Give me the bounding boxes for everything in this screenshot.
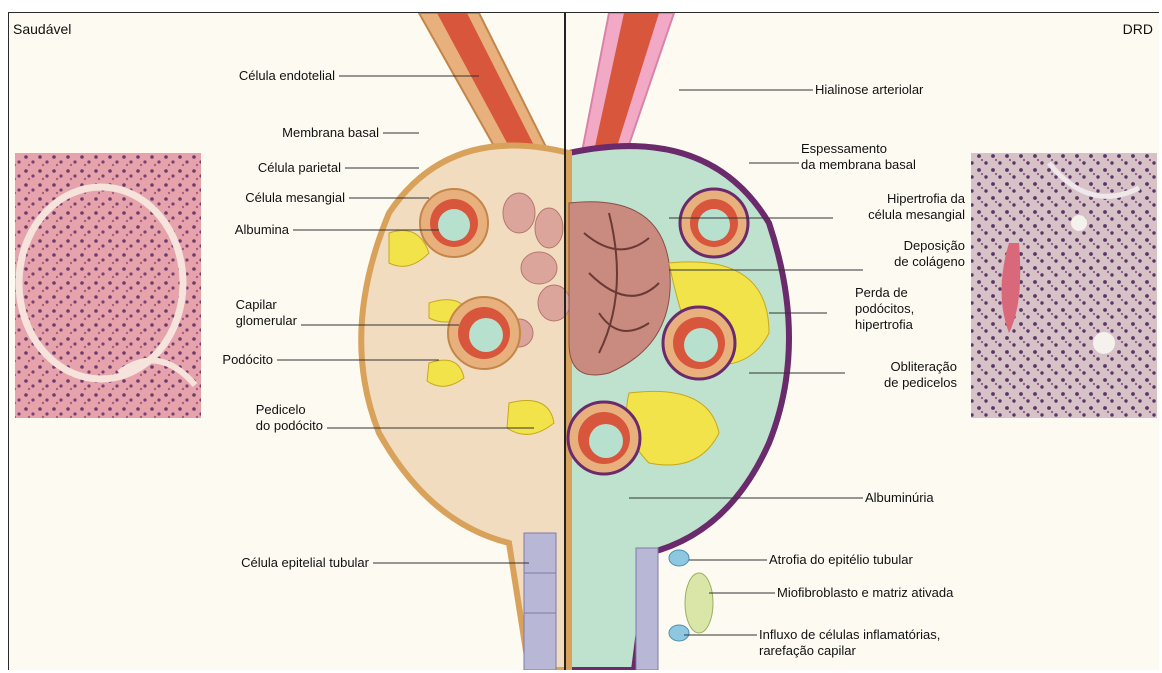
label-mesangial-hypertrophy: Hipertrofia da célula mesangial: [835, 191, 965, 223]
label-mesangial-cell: Célula mesangial: [245, 190, 345, 206]
label-collagen-deposition: Deposição de colágeno: [865, 238, 965, 270]
label-albuminuria: Albuminúria: [865, 490, 934, 506]
label-arteriolar-hyalinosis: Hialinose arteriolar: [815, 82, 923, 98]
label-basement-membrane-thickening: Espessamento da membrana basal: [801, 141, 916, 173]
diagram-frame: Saudável DRD Célula endotelial Membrana …: [8, 12, 1159, 670]
label-foot-process-effacement: Obliteração de pedicelos: [861, 359, 957, 391]
label-parietal-cell: Célula parietal: [258, 160, 341, 176]
drd-histology-image: [971, 153, 1157, 418]
healthy-histology-image: [15, 153, 201, 418]
label-podocyte-loss: Perda de podócitos, hipertrofia: [855, 285, 914, 333]
label-basement-membrane: Membrana basal: [282, 125, 379, 141]
healthy-title: Saudável: [13, 21, 71, 37]
label-podocyte: Podócito: [222, 352, 273, 368]
label-podocyte-foot-process: Pedicelo do podócito: [256, 402, 323, 434]
drd-title: DRD: [1123, 21, 1153, 37]
label-endothelial-cell: Célula endotelial: [239, 68, 335, 84]
label-tubular-epithelial-cell: Célula epitelial tubular: [241, 555, 369, 571]
glomerulus-illustration: [9, 13, 1159, 670]
label-glomerular-capillary: Capilar glomerular: [236, 297, 297, 329]
label-inflammatory-influx: Influxo de células inflamatórias, rarefa…: [759, 627, 940, 659]
label-myofibroblast: Miofibroblasto e matriz ativada: [777, 585, 953, 601]
label-albumin: Albumina: [235, 222, 289, 238]
label-tubular-atrophy: Atrofia do epitélio tubular: [769, 552, 913, 568]
